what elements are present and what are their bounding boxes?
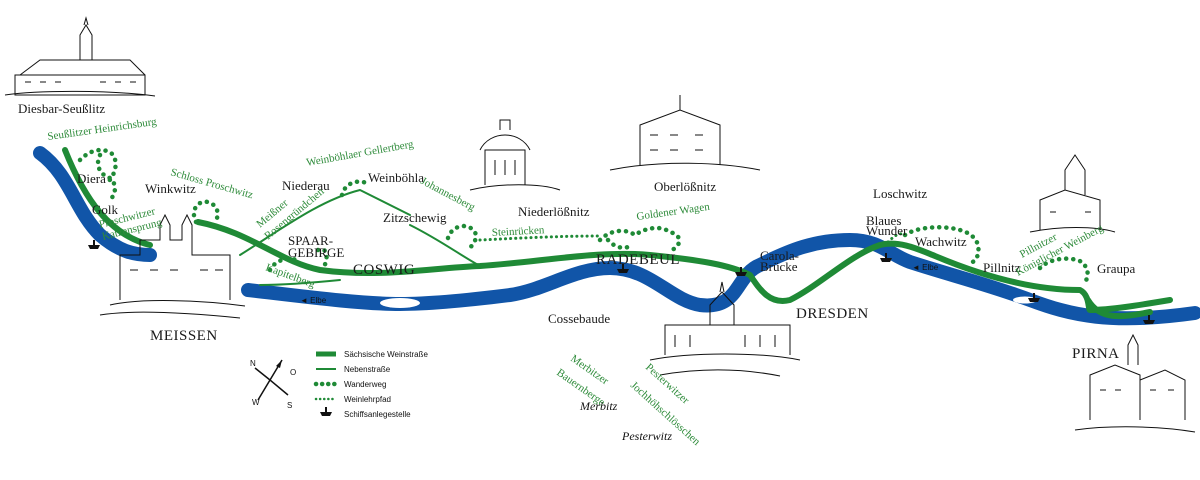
label-pesterwitz: Pesterwitz <box>621 429 672 443</box>
label-niederloessnitz: Niederlößnitz <box>518 204 590 219</box>
sketch-diesbar-castle <box>4 16 156 97</box>
compass-n: N <box>250 359 256 368</box>
label-graupa: Graupa <box>1097 261 1135 276</box>
trail-wachwitz <box>902 225 981 265</box>
label-blaues-1: Blaues <box>866 213 901 228</box>
label-carola-1: Carola- <box>760 248 799 263</box>
wine-route-pirna-end <box>1085 297 1153 320</box>
nature-trail-wachwitz <box>886 232 907 244</box>
elbe-label-right: ◄ Elbe <box>912 263 939 272</box>
elbe-label-left: ◄ Elbe <box>300 296 327 305</box>
ship-icon <box>735 267 747 276</box>
ship-icon <box>1028 293 1040 302</box>
compass-o: O <box>290 368 296 377</box>
hiking-trails <box>77 147 1090 285</box>
label-blaues-2: Wunder <box>866 223 908 238</box>
sketch-pavilion <box>469 119 561 191</box>
label-meissen: MEISSEN <box>150 328 218 344</box>
compass-s: S <box>287 401 292 410</box>
compass-north-arrow-icon <box>276 360 282 368</box>
map-legend: Sächsische Weinstraße Nebenstraße Wander… <box>313 350 428 419</box>
label-winkwitz: Winkwitz <box>145 181 196 196</box>
side-road-coswig <box>259 279 341 286</box>
label-diera: Diera <box>77 171 106 186</box>
compass-rose: N O S W <box>250 359 296 410</box>
label-spaar: SPAAR- <box>288 233 333 248</box>
elbe-island-1 <box>380 298 420 308</box>
label-loschwitz: Loschwitz <box>873 186 927 201</box>
legend-label: Weinlehrpfad <box>344 395 391 404</box>
label-diesbar: Diesbar-Seußlitz <box>18 101 105 116</box>
vineyard-gellertberg: Weinböhlaer Gellertberg <box>305 138 414 169</box>
legend-label: Nebenstraße <box>344 365 391 374</box>
ship-icon <box>88 240 100 249</box>
label-weinboehla: Weinböhla <box>368 170 424 185</box>
nature-trail-steinruecken <box>478 234 602 242</box>
label-pirna: PIRNA <box>1072 346 1120 362</box>
wine-nature-trail <box>478 232 907 244</box>
label-carola-2: Brücke <box>760 259 798 274</box>
saxon-wine-route <box>62 147 1173 320</box>
label-pillnitz: Pillnitz <box>983 260 1021 275</box>
ship-icon <box>1143 315 1155 324</box>
sketch-meissen-cathedral <box>99 213 246 319</box>
compass-w: W <box>252 398 260 407</box>
elbe-river-upper-arm <box>33 146 157 262</box>
sketch-zwinger <box>649 281 801 377</box>
label-merbitz: Merbitz <box>579 399 618 413</box>
label-wachwitz: Wachwitz <box>915 234 967 249</box>
label-radebeul: RADEBEUL <box>596 252 680 268</box>
label-cossebaude: Cossebaude <box>548 311 610 326</box>
elbe-river-main <box>241 232 1200 326</box>
vineyard-goldener-wagen: Goldener Wagen <box>636 201 711 223</box>
compass-arrow-icon <box>254 367 289 396</box>
vineyard-seusslitzer: Seußlitzer Heinrichsburg <box>47 116 158 143</box>
legend-ship-icon <box>320 407 332 416</box>
label-dresden: DRESDEN <box>796 306 869 322</box>
legend-label: Sächsische Weinstraße <box>344 350 428 359</box>
ship-icon <box>617 264 629 273</box>
label-oberloessnitz: Oberlößnitz <box>654 179 716 194</box>
trail-goldener-wagen <box>597 225 682 253</box>
trail-spaargebirge <box>315 246 329 275</box>
wine-route-main <box>62 147 1173 313</box>
vineyard-johannesberg: Johannesberg <box>419 175 478 214</box>
label-zitzschewig: Zitzschewig <box>383 210 447 225</box>
side-road-zitzschewig <box>409 224 481 267</box>
label-coswig: COSWIG <box>353 262 415 278</box>
legend-label: Schiffsanlegestelle <box>344 410 411 419</box>
label-gebirge: GEBIRGE <box>288 245 344 260</box>
sketch-church-graupa <box>1029 154 1116 233</box>
trail-proschwitz <box>191 199 220 225</box>
sketch-oberloessnitz-house <box>609 95 761 171</box>
trail-diera <box>77 147 118 203</box>
sketch-pirna-town <box>1074 333 1196 433</box>
legend-label: Wanderweg <box>344 380 386 389</box>
ship-icon <box>880 253 892 262</box>
label-golk: Golk <box>92 202 119 217</box>
trail-johannesberg <box>445 223 479 251</box>
vineyard-steinruecken: Steinrücken <box>492 224 546 239</box>
trail-pillnitz <box>1037 256 1090 285</box>
ship-landings <box>88 240 1155 324</box>
label-niederau: Niederau <box>282 178 330 193</box>
side-road-niederau <box>239 189 411 256</box>
